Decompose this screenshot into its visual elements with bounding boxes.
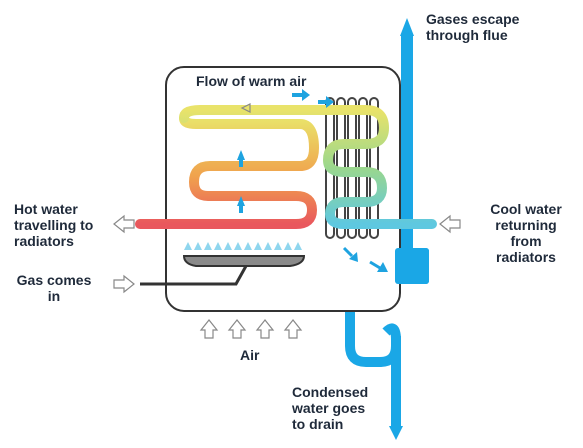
cool-water-line-4: radiators	[496, 249, 556, 265]
flue-up-arrow	[400, 18, 414, 36]
hot-water-line-3: radiators	[14, 233, 74, 249]
condensed-label: Condensed water goes to drain	[292, 384, 368, 432]
water-coil-left	[135, 113, 320, 229]
hot-water-line-2: travelling to	[14, 217, 94, 233]
gas-comes-in-label: Gas comes in	[12, 272, 96, 304]
flue-over-casing	[401, 36, 413, 258]
cool-water-line-1: Cool water	[490, 201, 562, 217]
gases-escape-label: Gases escape through flue	[426, 11, 519, 43]
air-in-arrows	[199, 319, 303, 339]
hot-water-line-1: Hot water	[14, 201, 78, 217]
small-outline-arrow	[240, 103, 251, 113]
cool-water-line-2: returning	[495, 217, 557, 233]
cool-water-line-3: from	[510, 233, 542, 249]
water-coil-right	[179, 105, 437, 229]
gas-in-arrow	[113, 274, 135, 294]
cool-water-label: Cool water returning from radiators	[476, 201, 576, 265]
condensed-line-2: water goes	[292, 400, 366, 416]
burner	[182, 255, 306, 267]
cool-water-in-arrow	[439, 214, 461, 234]
burner-flames	[184, 242, 302, 250]
condensed-line-3: to drain	[292, 416, 344, 432]
gases-escape-line-1: Gases escape	[426, 11, 520, 27]
warm-air-arrows	[237, 89, 388, 272]
drain-down-arrow	[389, 426, 403, 440]
flue-base	[395, 248, 429, 284]
condensed-line-1: Condensed	[292, 384, 369, 400]
gas-pipe	[140, 265, 248, 286]
air-label: Air	[240, 347, 260, 363]
drain-down-pipe	[382, 323, 401, 426]
gas-comes-in-line-1: Gas comes	[16, 272, 92, 288]
hot-water-out-arrow	[113, 214, 135, 234]
gas-comes-in-line-2: in	[47, 288, 61, 304]
hot-water-label: Hot water travelling to radiators	[14, 201, 93, 249]
gases-escape-line-2: through flue	[426, 27, 508, 43]
boiler-casing	[165, 66, 401, 312]
flow-warm-air-label: Flow of warm air	[196, 73, 307, 89]
condensate-pipe	[345, 312, 401, 367]
